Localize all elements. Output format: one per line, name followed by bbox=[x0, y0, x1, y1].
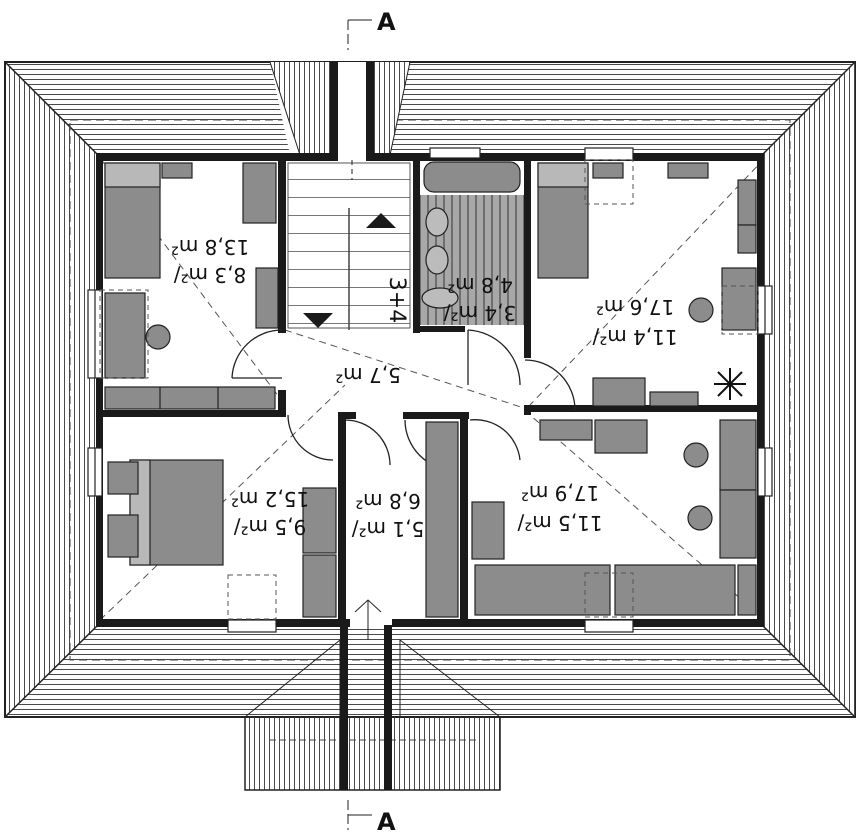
doors bbox=[231, 329, 576, 471]
area-labels: 8,3 m²/ 13,8 m² 5,7 m² 3,4 m²/ 4,8 m² 11… bbox=[171, 235, 678, 541]
area-hall: 5,7 m² bbox=[335, 363, 401, 387]
office-chair-icon bbox=[683, 442, 709, 468]
desk bbox=[721, 267, 757, 331]
furniture bbox=[104, 161, 757, 618]
stair-count-label: 3+4 bbox=[384, 277, 409, 323]
plant-icon bbox=[714, 368, 746, 400]
down-arrow-icon bbox=[303, 313, 333, 328]
up-arrow-icon bbox=[366, 213, 396, 228]
area-bedroom-sw-1: 9,5 m²/ bbox=[234, 515, 307, 539]
bidet bbox=[421, 287, 459, 309]
staircase: 3+4 bbox=[287, 162, 411, 330]
area-bathroom-2: 4,8 m² bbox=[447, 273, 513, 297]
area-bedroom-se-2: 17,9 m² bbox=[521, 481, 599, 505]
walls bbox=[96, 62, 764, 790]
bathtub bbox=[423, 161, 521, 193]
area-bathroom-1: 3,4 m²/ bbox=[444, 301, 517, 325]
area-bedroom-se-1: 11,5 m²/ bbox=[517, 511, 602, 535]
office-chair-icon bbox=[145, 324, 171, 350]
bed bbox=[474, 564, 611, 616]
area-wardrobe-1: 5,1 m²/ bbox=[352, 517, 425, 541]
section-mark-top: A bbox=[377, 8, 396, 36]
bed bbox=[614, 564, 736, 616]
toilet bbox=[425, 245, 449, 275]
section-mark-bottom: A bbox=[377, 808, 396, 836]
sink bbox=[425, 207, 449, 237]
office-chair-icon bbox=[688, 297, 714, 323]
desk bbox=[104, 292, 146, 379]
area-bedroom-ne-2: 17,6 m² bbox=[596, 295, 674, 319]
area-bedroom-sw-2: 15,2 m² bbox=[231, 487, 309, 511]
windows bbox=[87, 147, 773, 633]
dashed-openings bbox=[99, 159, 759, 620]
area-bedroom-nw-2: 13,8 m² bbox=[171, 235, 249, 259]
area-wardrobe-2: 6,8 m² bbox=[355, 489, 421, 513]
area-bedroom-nw-1: 8,3 m²/ bbox=[174, 263, 247, 287]
office-chair-icon bbox=[687, 505, 713, 531]
area-bedroom-ne-1: 11,4 m²/ bbox=[592, 325, 677, 349]
section-line bbox=[347, 19, 382, 830]
